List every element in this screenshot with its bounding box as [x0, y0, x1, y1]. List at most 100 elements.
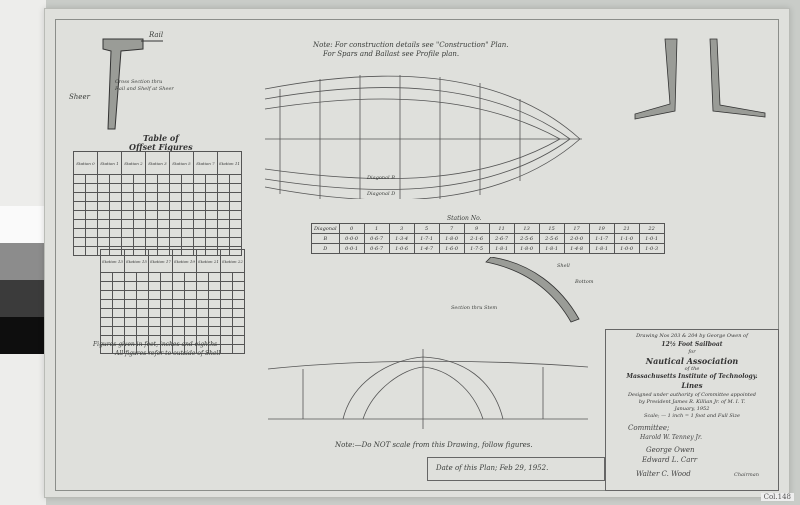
diagonal-cell: 1-0-1: [638, 233, 665, 244]
diagonal-cell: 2-0-0: [563, 233, 590, 244]
diagonal-cell: B: [311, 233, 340, 244]
transom-section-sketch: [634, 38, 766, 120]
station-header: Station 17: [148, 249, 173, 273]
station-header: Station 11: [217, 151, 242, 175]
diagonal-cell: 0-0-0: [338, 233, 365, 244]
diagonal-cell: 1-4-7: [413, 243, 440, 254]
institution-name: Massachusetts Institute of Technology.: [626, 373, 758, 380]
diagonal-cell: 1-1-7: [588, 233, 615, 244]
title-of: of the: [684, 366, 700, 372]
president-line: by President James R. Killian Jr. of M. …: [638, 399, 746, 405]
rail-label: Rail: [149, 31, 164, 39]
diagonal-cell: 1-3-4: [388, 233, 415, 244]
diagonal-cell: 1-0-6: [388, 243, 415, 254]
diagonal-cell: 0-0-1: [338, 243, 365, 254]
diagonal-cell: 1-8-0: [438, 233, 465, 244]
profile-plan: [267, 349, 589, 429]
station-header: Station 15: [124, 249, 149, 273]
committee-label: Committee;: [628, 424, 670, 432]
diagonal-header: 17: [563, 223, 590, 234]
diagonal-cell: 1-8-1: [488, 243, 515, 254]
diagonal-cell: 2-6-7: [488, 233, 515, 244]
title-for: for: [688, 349, 696, 355]
station-header: Station 19: [172, 249, 197, 273]
diagonal-d-label: Diagonal D: [367, 191, 396, 197]
diagonal-cell: 1-4-8: [563, 243, 590, 254]
catalog-tag: Col.148: [760, 493, 794, 501]
diagonal-cell: 1-7-1: [413, 233, 440, 244]
diagonal-header: 15: [538, 223, 565, 234]
table-title-1: Table of: [143, 133, 179, 143]
diagonal-cell: 2-5-6: [538, 233, 565, 244]
figures-given-note: Figures given in feet, inches and eighth…: [93, 341, 218, 348]
shell-label: Shell: [557, 263, 570, 269]
diagonal-cell: 0-6-7: [363, 243, 390, 254]
diagonal-cell: 1-1-0: [613, 233, 640, 244]
signature-4: Walter C. Wood: [636, 470, 691, 478]
diagonal-header: 11: [488, 223, 515, 234]
diagonal-header: 19: [588, 223, 615, 234]
chairman-label: Chairman: [734, 472, 759, 478]
table-title-2: Offset Figures: [129, 142, 193, 152]
diagonal-header: Diagonal: [311, 223, 340, 234]
station-header: Station 2: [121, 151, 146, 175]
drawing-nos: Drawing Nos 203 & 204 by George Owen of: [636, 333, 748, 339]
lines-label: Lines: [681, 381, 703, 390]
association-name: Nautical Association: [645, 356, 739, 366]
drawing-border: [55, 19, 779, 491]
cross-section-label: Cross Section thru: [115, 79, 163, 85]
stem-section-sketch: [485, 257, 580, 323]
half-breadth-plan: [264, 75, 582, 199]
boat-name: 12½ Foot Sailboat: [661, 341, 723, 348]
diagonal-header: 21: [613, 223, 640, 234]
diagonal-cell: 1-0-3: [638, 243, 665, 254]
diagonal-b-label: Diagonal B: [367, 175, 395, 181]
drawing-sheet: Note: For construction details see "Cons…: [44, 8, 790, 498]
title-date: January, 1952: [674, 406, 710, 412]
diagonal-header: 9: [463, 223, 490, 234]
diagonal-header: 5: [413, 223, 440, 234]
diagonal-cell: 2-1-6: [463, 233, 490, 244]
do-not-scale-note: Note:—Do NOT scale from this Drawing, fo…: [335, 441, 533, 449]
diagonal-header: 7: [438, 223, 465, 234]
station-header: Station 0: [73, 151, 98, 175]
spars-note: For Spars and Ballast see Profile plan.: [323, 50, 460, 58]
station-header: Station 5: [169, 151, 194, 175]
rail-section-sketch: [102, 38, 163, 130]
station-header: Station 21: [196, 249, 221, 273]
diagonal-table: Diagonal 0 1 3 5 7 9 11 13 15 17 19 21 2…: [311, 223, 665, 254]
date-of-plan: Date of this Plan; Feb 29, 1952.: [436, 464, 549, 472]
designed-under: Designed under authority of Committee ap…: [627, 392, 756, 398]
station-header: Station 22: [220, 249, 245, 273]
diagonal-cell: 2-5-6: [513, 233, 540, 244]
stem-section-label: Section thru Stem: [451, 305, 498, 311]
offset-table-top: Station 0 Station 1 Station 2 Station 3 …: [73, 151, 242, 256]
sheer-label: Sheer: [69, 93, 90, 101]
diagonal-cell: 1-0-0: [613, 243, 640, 254]
color-scale-bar: [0, 206, 46, 356]
construction-note: Note: For construction details see "Cons…: [313, 41, 509, 49]
signature-1: Harold W. Tenney Jr.: [640, 434, 703, 441]
bottom-label: Bottom: [575, 279, 594, 285]
figures-refer-note: All figures refer to outside of Shell: [115, 350, 221, 357]
cross-section-label-2: Rail and Shelf at Sheer: [115, 86, 174, 92]
diagonal-header: 13: [513, 223, 540, 234]
diagonal-cell: 1-7-5: [463, 243, 490, 254]
diagonal-cell: 1-8-1: [588, 243, 615, 254]
title-block: Drawing Nos 203 & 204 by George Owen of …: [605, 329, 779, 491]
diagonal-cell: 1-8-0: [513, 243, 540, 254]
signature-2: George Owen: [646, 446, 695, 454]
offset-table-bottom: Station 13 Station 15 Station 17 Station…: [100, 249, 245, 354]
date-box: Date of this Plan; Feb 29, 1952.: [427, 457, 605, 481]
diagonal-cell: D: [311, 243, 340, 254]
diagonal-cell: 0-6-7: [363, 233, 390, 244]
diagonal-cell: 1-8-1: [538, 243, 565, 254]
station-header: Station 1: [97, 151, 122, 175]
diagonal-header: 0: [338, 223, 365, 234]
station-header: Station 13: [100, 249, 125, 273]
diagonal-header: 1: [363, 223, 390, 234]
station-header: Station 7: [193, 151, 218, 175]
station-no-label: Station No.: [447, 215, 482, 222]
signature-3: Edward L. Carr: [642, 456, 698, 464]
diagonal-cell: 1-6-0: [438, 243, 465, 254]
